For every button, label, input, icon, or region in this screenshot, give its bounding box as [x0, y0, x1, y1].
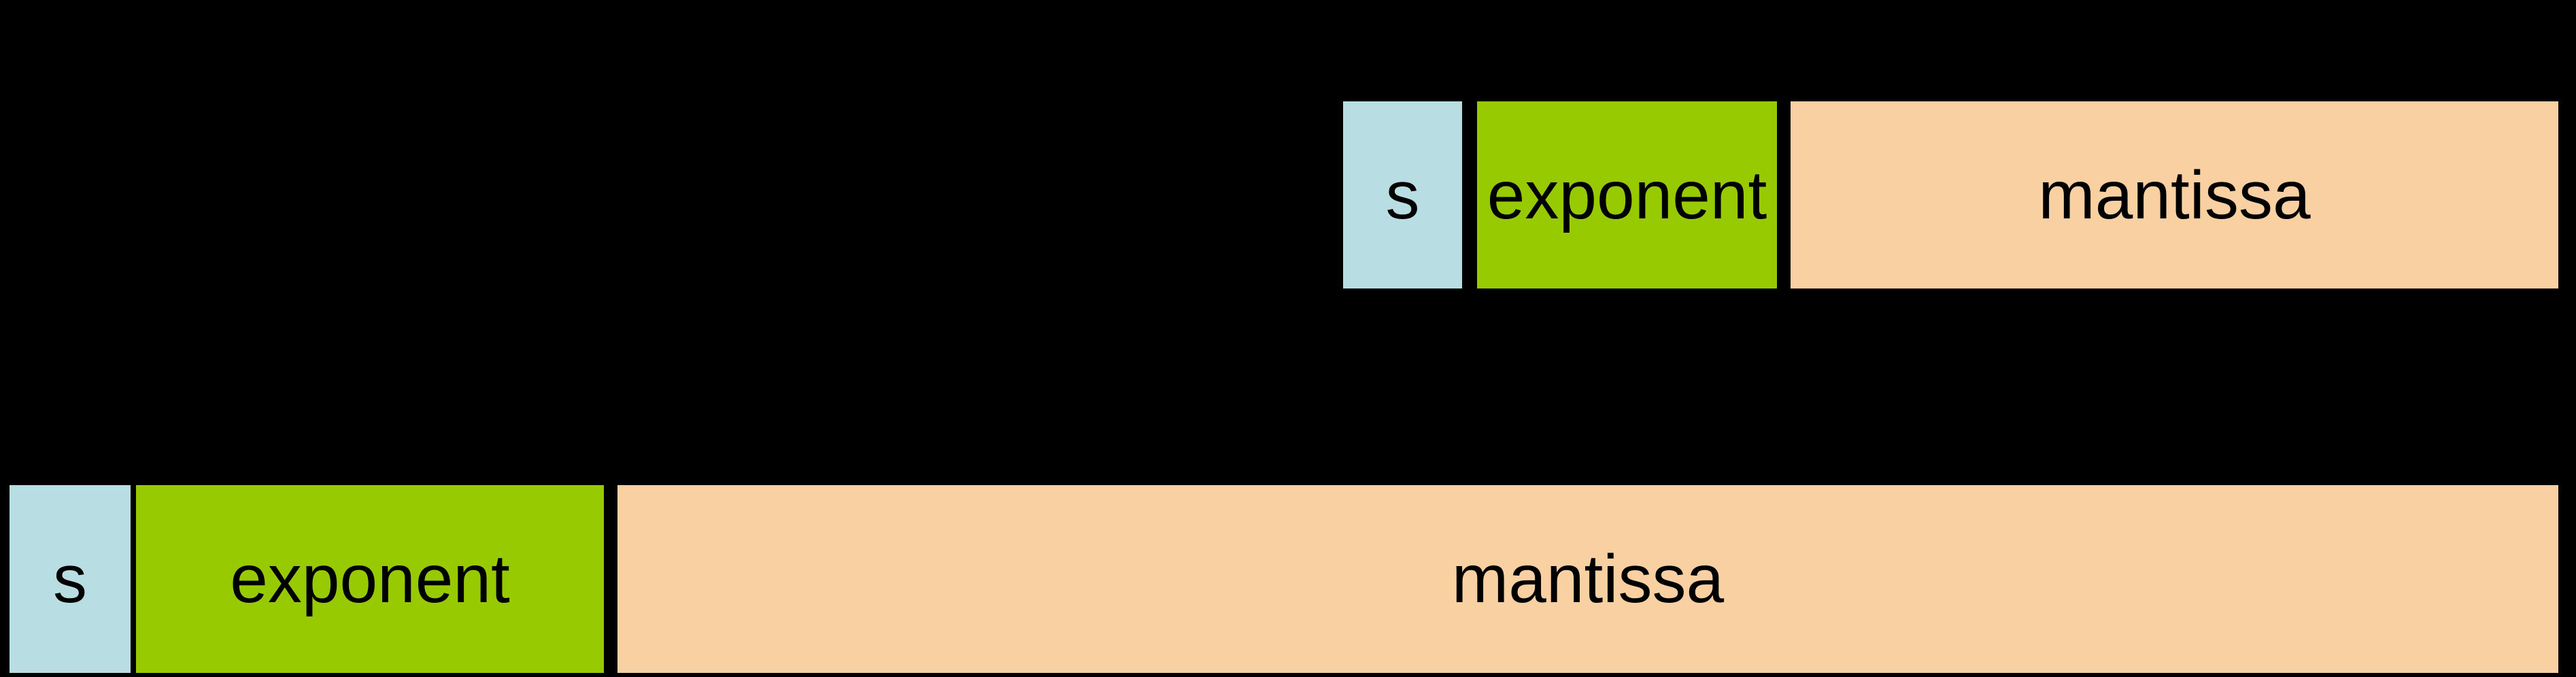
top-exponent-field: exponent [1477, 101, 1777, 288]
bottom-sign-field: s [10, 485, 131, 673]
top-mantissa-label: mantissa [2038, 156, 2311, 233]
bottom-mantissa-field: mantissa [617, 485, 2558, 673]
bottom-exponent-field: exponent [136, 485, 604, 673]
top-sign-field: s [1343, 101, 1462, 288]
top-exponent-label: exponent [1487, 156, 1767, 233]
top-sign-label: s [1385, 156, 1420, 233]
bottom-mantissa-label: mantissa [1451, 541, 1725, 617]
bottom-sign-label: s [53, 541, 87, 617]
top-mantissa-field: mantissa [1791, 101, 2558, 288]
bottom-exponent-label: exponent [230, 541, 510, 617]
